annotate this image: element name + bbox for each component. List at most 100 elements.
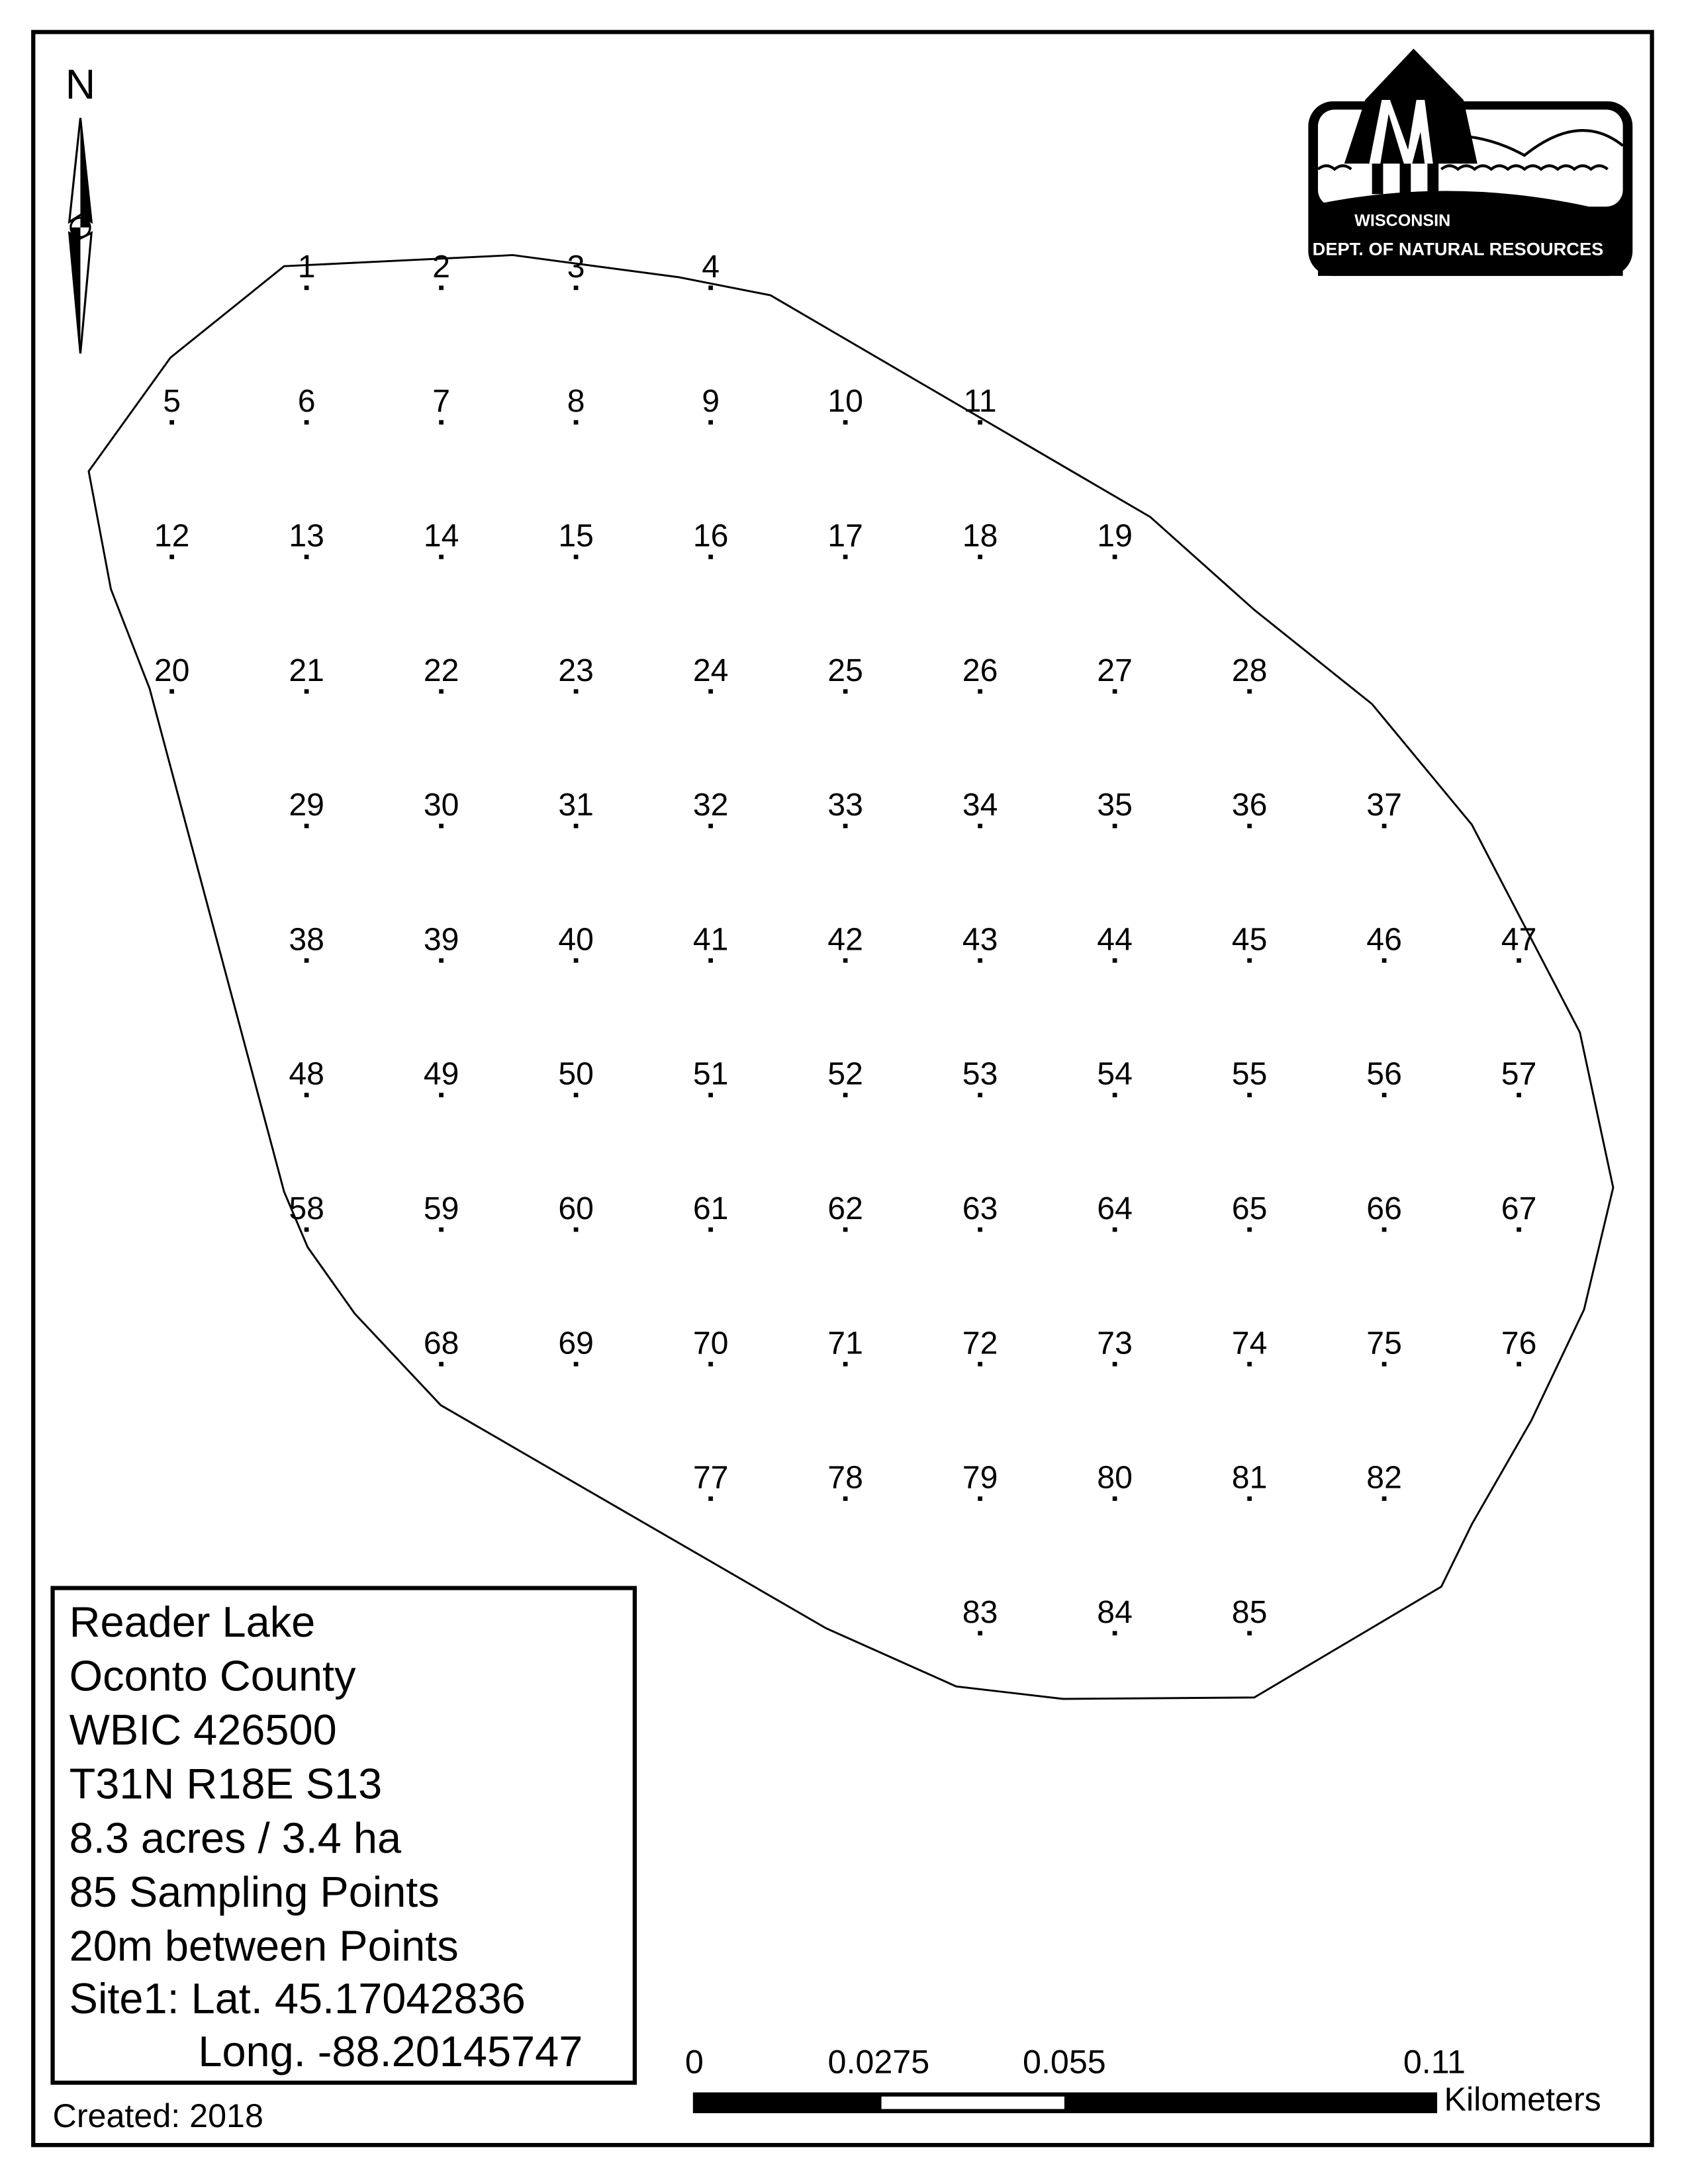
sampling-point-marker <box>708 689 713 694</box>
sampling-point-7: 7 <box>432 383 450 425</box>
sampling-point-22: 22 <box>424 653 459 694</box>
sampling-point-label: 33 <box>827 787 863 823</box>
sampling-point-69: 69 <box>558 1325 594 1367</box>
sampling-point-marker <box>1247 1093 1252 1097</box>
sampling-point-20: 20 <box>154 653 189 694</box>
sampling-point-marker <box>843 958 848 963</box>
sampling-point-marker <box>1382 1361 1387 1367</box>
sampling-point-71: 71 <box>827 1325 863 1367</box>
sampling-point-marker <box>573 958 579 963</box>
sampling-point-label: 85 <box>1232 1594 1268 1630</box>
sampling-point-marker <box>978 823 982 829</box>
logo-line2: DEPT. OF NATURAL RESOURCES <box>1313 238 1604 259</box>
sampling-point-label: 10 <box>827 383 863 419</box>
sampling-point-label: 3 <box>567 249 585 285</box>
sampling-point-21: 21 <box>289 653 324 694</box>
sampling-point-label: 55 <box>1232 1056 1268 1092</box>
sampling-point-label: 56 <box>1366 1056 1402 1092</box>
sampling-point-marker <box>1517 1227 1521 1232</box>
sampling-point-label: 59 <box>424 1191 459 1226</box>
sampling-point-label: 34 <box>962 787 998 823</box>
sampling-point-marker <box>1112 689 1117 694</box>
sampling-point-marker <box>439 689 444 694</box>
sampling-point-marker <box>1517 1093 1521 1097</box>
sampling-point-marker <box>708 1496 713 1501</box>
sampling-point-47: 47 <box>1501 921 1536 963</box>
sampling-point-label: 4 <box>702 249 720 285</box>
sampling-point-label: 41 <box>693 921 729 957</box>
sampling-point-marker <box>978 1227 982 1232</box>
sampling-point-label: 31 <box>558 787 594 823</box>
sampling-point-label: 7 <box>432 383 450 419</box>
sampling-point-marker <box>708 1227 713 1232</box>
sampling-point-label: 42 <box>827 921 863 957</box>
sampling-point-marker <box>304 285 309 291</box>
sampling-point-label: 52 <box>827 1056 863 1092</box>
sampling-point-17: 17 <box>827 518 863 559</box>
sampling-point-label: 63 <box>962 1191 998 1226</box>
sampling-point-78: 78 <box>827 1460 863 1501</box>
sampling-point-marker <box>843 1496 848 1501</box>
sampling-point-43: 43 <box>962 921 998 963</box>
sampling-point-label: 60 <box>558 1191 594 1226</box>
sampling-point-marker <box>573 1227 579 1232</box>
sampling-point-9: 9 <box>702 383 720 425</box>
sampling-point-label: 61 <box>693 1191 729 1226</box>
sampling-point-label: 39 <box>424 921 459 957</box>
sampling-point-marker <box>1382 823 1387 829</box>
north-arrow: N <box>66 62 95 354</box>
sampling-point-marker <box>978 555 982 559</box>
sampling-point-82: 82 <box>1366 1460 1402 1501</box>
legend-area: 8.3 acres / 3.4 ha <box>70 1813 402 1862</box>
sampling-point-label: 65 <box>1232 1191 1268 1226</box>
sampling-point-80: 80 <box>1097 1460 1133 1501</box>
sampling-point-53: 53 <box>962 1056 998 1097</box>
sampling-point-57: 57 <box>1501 1056 1536 1097</box>
sampling-point-marker <box>439 823 444 829</box>
sampling-point-49: 49 <box>424 1056 459 1097</box>
sampling-point-label: 29 <box>289 787 324 823</box>
sampling-point-marker <box>708 1361 713 1367</box>
sampling-point-marker <box>1247 1227 1252 1232</box>
sampling-point-marker <box>708 555 713 559</box>
sampling-point-label: 84 <box>1097 1594 1133 1630</box>
legend-spacing: 20m between Points <box>70 1922 459 1970</box>
sampling-point-61: 61 <box>693 1191 729 1232</box>
sampling-point-60: 60 <box>558 1191 594 1232</box>
sampling-point-65: 65 <box>1232 1191 1268 1232</box>
sampling-point-marker <box>1247 1631 1252 1636</box>
sampling-point-marker <box>573 1361 579 1367</box>
sampling-point-label: 72 <box>962 1325 998 1361</box>
sampling-point-marker <box>1112 1361 1117 1367</box>
sampling-point-label: 11 <box>964 383 997 419</box>
sampling-point-marker <box>1382 1093 1387 1097</box>
sampling-point-8: 8 <box>567 383 585 425</box>
sampling-point-6: 6 <box>298 383 315 425</box>
sampling-point-1: 1 <box>298 249 315 291</box>
scale-tick-2: 0.055 <box>1023 2043 1106 2080</box>
sampling-point-marker <box>439 420 444 425</box>
sampling-point-label: 64 <box>1097 1191 1133 1226</box>
sampling-point-marker <box>1382 1227 1387 1232</box>
scale-units: Kilometers <box>1444 2081 1601 2118</box>
sampling-point-marker <box>573 555 579 559</box>
sampling-point-52: 52 <box>827 1056 863 1097</box>
sampling-point-label: 77 <box>693 1460 729 1496</box>
legend-longitude: Long. -88.20145747 <box>198 2027 583 2075</box>
sampling-point-marker <box>1112 823 1117 829</box>
sampling-point-18: 18 <box>962 518 998 559</box>
sampling-point-label: 17 <box>827 518 863 554</box>
sampling-point-label: 75 <box>1366 1325 1402 1361</box>
sampling-point-marker <box>843 555 848 559</box>
sampling-point-label: 46 <box>1366 921 1402 957</box>
created-date: Created: 2018 <box>53 2097 263 2134</box>
sampling-point-label: 45 <box>1232 921 1268 957</box>
sampling-point-marker <box>304 555 309 559</box>
sampling-point-marker <box>978 958 982 963</box>
sampling-point-marker <box>708 1093 713 1097</box>
sampling-point-70: 70 <box>693 1325 728 1367</box>
sampling-point-label: 28 <box>1232 653 1268 688</box>
sampling-point-54: 54 <box>1097 1056 1133 1097</box>
sampling-point-34: 34 <box>962 787 998 829</box>
